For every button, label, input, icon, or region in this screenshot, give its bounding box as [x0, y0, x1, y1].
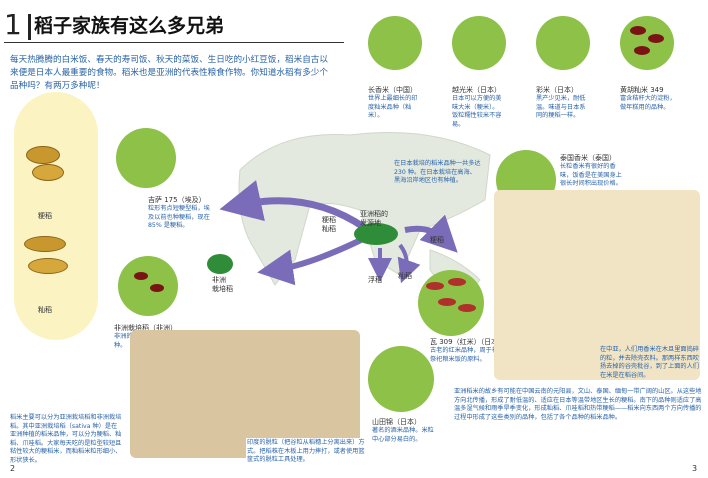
variety-desc-8: 古老的红米品种，周于神社祭祀粮米饭的原料。: [430, 347, 505, 363]
variety-desc-6: 长粒香米有很好的香味，饭香是在美国身上很长时间积出现价格。: [560, 163, 622, 187]
page-number-left: 2: [10, 464, 16, 473]
variety-name-7: 非洲栽培稻（非洲）: [114, 324, 177, 332]
indica-label: 籼稻: [38, 306, 52, 314]
variety-name-3: 彩米（日本）: [536, 86, 578, 94]
variety-desc-2: 日本可以方便的美味大米（粳米）。饭粒糯性较米不容易。: [452, 95, 502, 128]
india-threshing-illustration: [130, 330, 360, 458]
map-note: 在日本栽培的稻米品种一共多达 230 种。在日本栽培在高海、黑海沿岸地区也有种植…: [394, 160, 481, 184]
variety-name-5: 吉萨 175（埃及）: [148, 196, 206, 204]
variety-desc-4: 富含秸秆大的淀粉，做年糕用的品种。: [620, 95, 676, 111]
variety-photo-4: [620, 16, 674, 70]
title-bar: [28, 14, 31, 40]
variety-photo-5: [116, 128, 176, 188]
variety-name-9: 山田锦（日本）: [372, 418, 421, 426]
variety-desc-1: 世界上最细长的印度籼米品种（籼米）。: [368, 95, 418, 119]
migration-arrows: [219, 180, 458, 286]
variety-name-8: 瓦 309（红米）（日本）: [430, 338, 506, 346]
left-scene-caption: 印度的脱粒（把谷粒从稻穗上分离出来）方式。把稻株在木板上用力摔打，或者使用篮筐式…: [246, 438, 368, 466]
asia-origin-label: 亚洲稻的 发源地: [360, 210, 388, 227]
variety-photo-8: [418, 270, 484, 336]
variety-name-4: 黄胡籼米 349: [620, 86, 664, 94]
variety-photo-1: [368, 16, 422, 70]
grain-comparison-panel: [14, 92, 98, 340]
africa-origin-marker: [207, 254, 233, 274]
page-title: 稻子家族有这么多兄弟: [34, 15, 225, 37]
asia-winnowing-illustration: [494, 190, 700, 380]
japonica-label: 粳稻: [38, 212, 52, 220]
variety-photo-9: [368, 346, 434, 412]
fuyu-label: 浮稻: [368, 276, 382, 284]
bottom-left-text: 稻米主要可以分为亚洲栽培稻和非洲栽培稻。其中亚洲栽培稻（sativa 种）是在亚…: [10, 414, 122, 464]
right-scene-caption: 在中亚，人们用香米在木旦里面捣碎的粒，并去除壳衣料。那两样东西吹扬去掉的谷壳秕谷…: [600, 346, 699, 379]
africa-origin-label: 非洲 栽培稻: [212, 276, 233, 293]
south-label: 籼稻: [398, 272, 412, 280]
variety-desc-3: 黑产少见米，耐低温。味道与日本系同的粳稻一样。: [536, 95, 586, 119]
asia-origin-marker: [354, 223, 398, 245]
east-label: 粳稻: [430, 236, 444, 244]
chapter-number: 1: [4, 8, 22, 41]
variety-desc-5: 粒形有点短粳型稻，埃及以前也种粳稻，现在 85% 是粳稻。: [148, 205, 210, 229]
title-rule: [4, 42, 344, 43]
bottom-right-text: 亚洲稻米的故乡有可能在中国云南的元阳县，文山、泰国、缅甸一带广阔的山区。从这些地…: [454, 388, 702, 421]
variety-name-6: 泰国香米（泰国）: [560, 154, 616, 162]
intro-text: 每天热腾腾的白米饭、春天的寿司饭、秋天的菜饭、生日吃的小红豆饭，稻米自古以来便是…: [10, 55, 328, 91]
variety-photo-2: [452, 16, 506, 70]
page-number-right: 3: [692, 464, 698, 473]
to-india-label: 粳稻 籼稻: [322, 216, 336, 233]
variety-photo-7: [118, 256, 178, 316]
variety-photo-3: [536, 16, 590, 70]
variety-name-2: 越光米（日本）: [452, 86, 501, 94]
variety-name-1: 长香米（中国）: [368, 86, 417, 94]
variety-desc-9: 著名的酒米品种。米粒中心部分易白的。: [372, 427, 434, 443]
